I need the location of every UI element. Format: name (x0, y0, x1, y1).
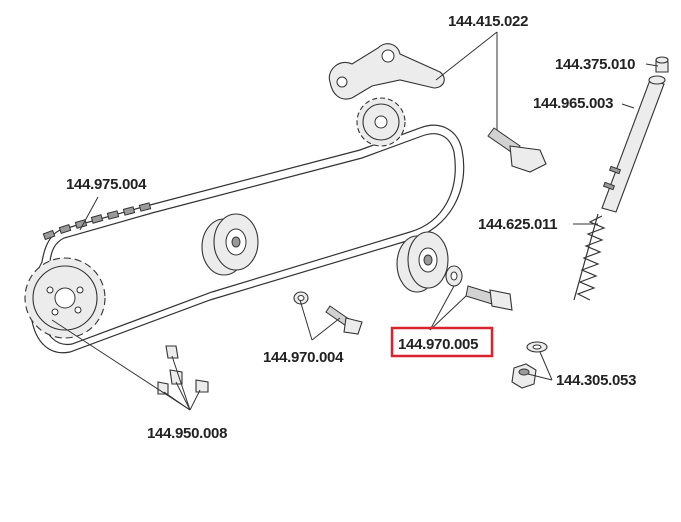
label-pin-cap: 144.375.010 (555, 56, 635, 73)
label-tensioner-shaft: 144.965.003 (533, 95, 613, 112)
label-right-roller: 144.970.005 (398, 336, 478, 353)
spring-drawing (573, 213, 606, 301)
label-sprocket-bolts: 144.950.008 (147, 425, 227, 442)
label-tensioner-arm: 144.415.022 (448, 13, 528, 30)
nut-washer-drawing (511, 341, 548, 389)
label-left-roller: 144.970.004 (263, 349, 344, 366)
tensioner-arm-drawing (328, 43, 445, 100)
label-chain: 144.975.004 (66, 176, 147, 193)
left-roller-drawing (201, 213, 259, 276)
drive-sprocket (24, 257, 106, 339)
label-nut-washer: 144.305.053 (556, 372, 636, 389)
leader-lines (51, 31, 659, 411)
arm-bolt (487, 127, 547, 173)
highlight-box (390, 326, 494, 358)
tensioner-shaft-drawing (601, 56, 669, 213)
sprocket-bolts-drawing (157, 345, 209, 395)
left-roller-hardware (293, 291, 363, 335)
idler-sprocket (356, 97, 406, 147)
right-roller-drawing (396, 231, 513, 311)
label-spring: 144.625.011 (478, 216, 557, 233)
chain-links (42, 202, 152, 241)
